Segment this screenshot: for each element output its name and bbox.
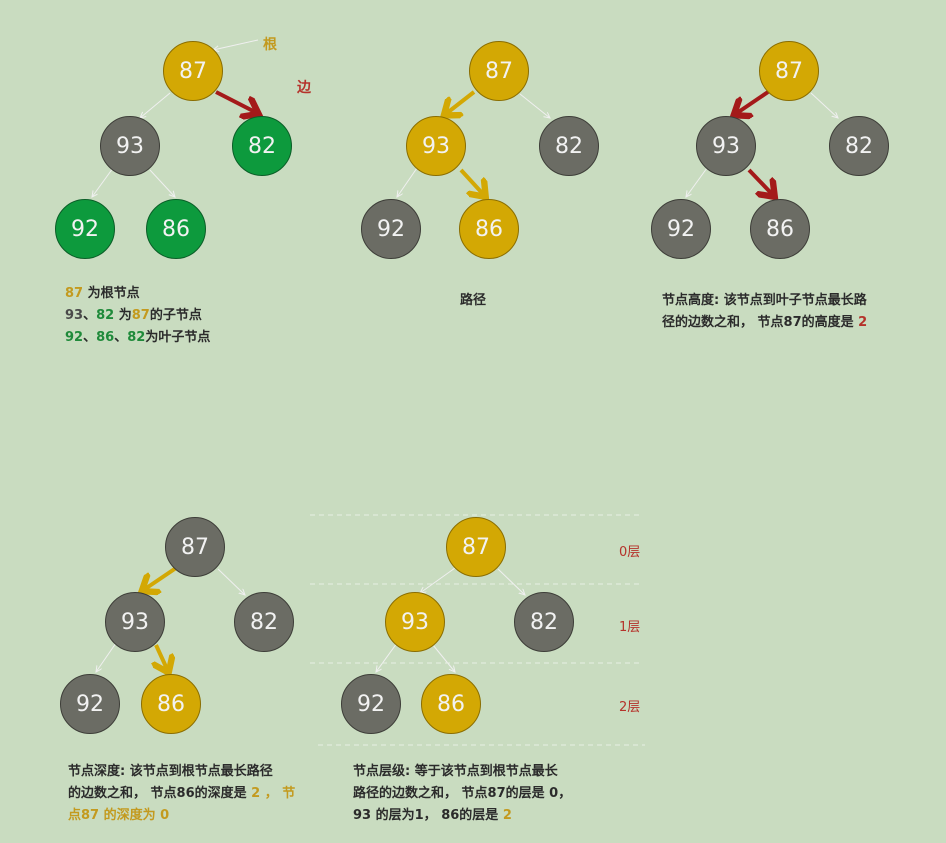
d4-node-87: 87 xyxy=(165,517,225,577)
edge-d1-93-86 xyxy=(149,169,175,197)
d5-node-87: 87 xyxy=(446,517,506,577)
d5-node-92: 92 xyxy=(341,674,401,734)
edge-d5-87-93 xyxy=(420,567,456,593)
d3-node-82: 82 xyxy=(829,116,889,176)
d1-c3-t2: 、 xyxy=(114,330,128,345)
d2-node-92: 92 xyxy=(361,199,421,259)
d4-c2-tail: 节 xyxy=(282,786,296,801)
edge-d5-93-92 xyxy=(376,642,398,672)
edge-d2-93-86-highlight xyxy=(459,168,483,194)
edge-d4-87-82 xyxy=(217,568,245,595)
d1-node-86: 86 xyxy=(146,199,206,259)
d1-c2-v2: 82 xyxy=(96,308,115,323)
d4-c2-value: 2 xyxy=(251,786,261,801)
edge-d5-93-86 xyxy=(432,644,455,672)
d2-node-87: 87 xyxy=(469,41,529,101)
d1-c2-t2: 为 xyxy=(114,308,132,323)
edge-d2-93-92 xyxy=(397,167,418,197)
root-pointer-line xyxy=(213,39,259,50)
d4-node-86: 86 xyxy=(141,674,201,734)
d1-node-82: 82 xyxy=(232,116,292,176)
d5-caption-line1: 节点层级: 等于该节点到根节点最长 xyxy=(353,764,558,779)
edge-d1-93-92 xyxy=(92,167,114,197)
d5-c3-text: 93 的层为1， 86的层是 xyxy=(353,808,503,823)
d4-node-92: 92 xyxy=(60,674,120,734)
d3-c2-value: 2 xyxy=(858,315,868,330)
d1-c2-t1: 、 xyxy=(83,308,97,323)
d5-node-82: 82 xyxy=(514,592,574,652)
d1-caption-line2: 93、82 为87的子节点 xyxy=(65,305,210,327)
d4-c2-text: 的边数之和， 节点86的深度是 xyxy=(68,786,252,801)
edge-d1-87-93 xyxy=(140,92,171,118)
d3-caption-line1: 节点高度: 该节点到叶子节点最长路 xyxy=(662,293,867,308)
d5-node-93: 93 xyxy=(385,592,445,652)
d2-node-93: 93 xyxy=(406,116,466,176)
d5-caption-line2: 路径的边数之和， 节点87的层是 0， xyxy=(353,786,572,801)
d4-caption-line2: 的边数之和， 节点86的深度是 2 ， 节 xyxy=(68,783,295,805)
d4-caption-line1: 节点深度: 该节点到根节点最长路径 xyxy=(68,764,273,779)
d3-node-86: 86 xyxy=(750,199,810,259)
d3-node-87: 87 xyxy=(759,41,819,101)
d3-caption: 节点高度: 该节点到叶子节点最长路 径的边数之和， 节点87的高度是 2 xyxy=(662,290,867,334)
d1-c3-t1: 、 xyxy=(83,330,97,345)
d5-c3-value: 2 xyxy=(502,808,512,823)
edge-d3-87-82 xyxy=(810,92,838,118)
d1-caption-line3: 92、86、82为叶子节点 xyxy=(65,327,210,349)
d5-caption-line3: 93 的层为1， 86的层是 2 xyxy=(353,805,571,827)
d1-c2-t3: 的子节点 xyxy=(149,308,202,323)
edge-d4-87-93-highlight xyxy=(145,566,178,589)
d1-c1-v1: 87 xyxy=(65,286,84,301)
edge-d1-87-82-highlight xyxy=(215,90,255,112)
d5-node-86: 86 xyxy=(421,674,481,734)
d1-node-92: 92 xyxy=(55,199,115,259)
edge-annotation: 边 xyxy=(297,80,311,96)
d1-c2-v1: 93 xyxy=(65,308,84,323)
edge-d4-93-86-highlight xyxy=(156,644,167,669)
root-annotation: 根 xyxy=(263,37,277,53)
d3-node-92: 92 xyxy=(651,199,711,259)
edge-d4-93-92 xyxy=(96,642,117,672)
level-label-0: 0层 xyxy=(619,545,641,560)
edge-d3-93-92 xyxy=(686,167,708,197)
d4-node-82: 82 xyxy=(234,592,294,652)
d1-c3-v2: 86 xyxy=(96,330,115,345)
d1-c2-v3: 87 xyxy=(131,308,150,323)
d4-c2-sep: ， xyxy=(260,786,283,801)
d1-caption-line1: 87 为根节点 xyxy=(65,283,210,305)
d1-caption: 87 为根节点 93、82 为87的子节点 92、86、82为叶子节点 xyxy=(65,283,210,349)
d3-node-93: 93 xyxy=(696,116,756,176)
d4-node-93: 93 xyxy=(105,592,165,652)
d5-caption: 节点层级: 等于该节点到根节点最长 路径的边数之和， 节点87的层是 0， 93… xyxy=(353,761,571,827)
d2-node-82: 82 xyxy=(539,116,599,176)
d1-c3-v3: 82 xyxy=(127,330,146,345)
d1-node-93: 93 xyxy=(100,116,160,176)
edge-d3-87-93-highlight xyxy=(737,90,770,113)
d2-node-86: 86 xyxy=(459,199,519,259)
edge-d3-93-86-highlight xyxy=(747,168,772,194)
d4-caption-line3: 点87 的深度为 0 xyxy=(68,805,295,827)
d1-c3-v1: 92 xyxy=(65,330,84,345)
level-label-1: 1层 xyxy=(619,620,641,635)
d4-caption: 节点深度: 该节点到根节点最长路径 的边数之和， 节点86的深度是 2 ， 节 … xyxy=(68,761,295,827)
d4-c3-text: 点87 的深度为 xyxy=(68,808,161,823)
level-label-2: 2层 xyxy=(619,700,641,715)
d3-c2-text: 径的边数之和， 节点87的高度是 xyxy=(662,315,859,330)
d1-node-87-root: 87 xyxy=(163,41,223,101)
edge-d2-87-93-highlight xyxy=(447,90,476,113)
d4-c3-value: 0 xyxy=(160,808,170,823)
edge-d2-87-82 xyxy=(519,93,550,118)
edge-d5-87-82 xyxy=(497,568,525,595)
d1-c3-t3: 为叶子节点 xyxy=(145,330,211,345)
d3-caption-line2: 径的边数之和， 节点87的高度是 2 xyxy=(662,312,867,334)
d1-c1-t1: 为根节点 xyxy=(83,286,140,301)
d2-caption: 路径 xyxy=(460,293,487,308)
